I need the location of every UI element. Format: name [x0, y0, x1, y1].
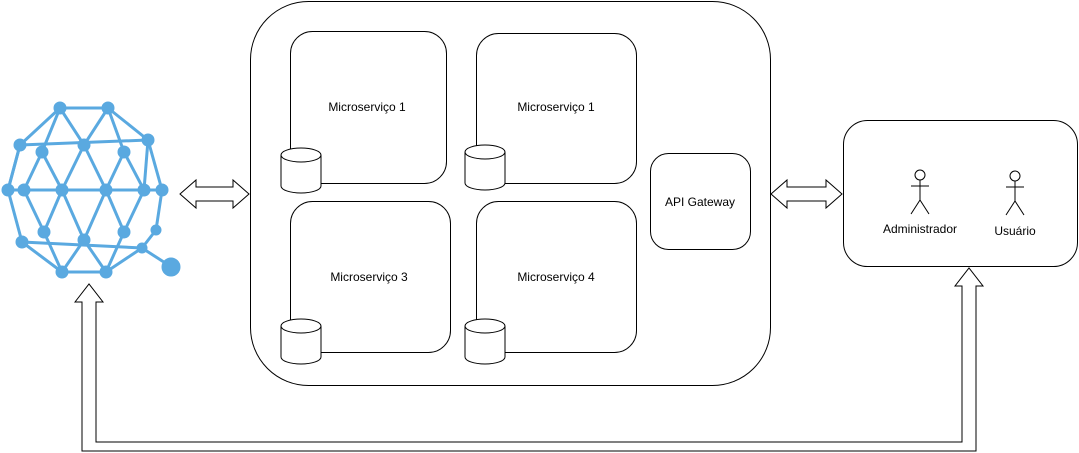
service-box-1 — [290, 31, 447, 184]
database-icon — [464, 144, 506, 191]
service-label-3: Microserviço 3 — [330, 270, 408, 284]
database-icon — [464, 318, 506, 365]
service-box-2 — [476, 33, 637, 184]
service-box-3 — [290, 201, 451, 353]
actor-icon — [910, 169, 930, 215]
service-box-4 — [476, 201, 637, 353]
service-label-4: Microserviço 4 — [517, 270, 595, 284]
api-gateway-box — [650, 153, 751, 250]
actor-icon — [1005, 170, 1025, 216]
double-arrow-left — [179, 178, 250, 210]
actor-label-administrador: Administrador — [883, 222, 957, 236]
actor-label-usuario: Usuário — [994, 224, 1036, 238]
database-icon — [280, 318, 322, 365]
service-label-2: Microserviço 1 — [517, 100, 595, 114]
crystal-network-icon — [1, 101, 181, 279]
database-icon — [280, 147, 322, 194]
api-gateway-label: API Gateway — [665, 195, 735, 209]
service-label-1: Microserviço 1 — [328, 100, 406, 114]
users-box — [843, 120, 1078, 267]
double-arrow-right — [770, 178, 843, 210]
bottom-connector-arrow-outline — [73, 267, 985, 452]
